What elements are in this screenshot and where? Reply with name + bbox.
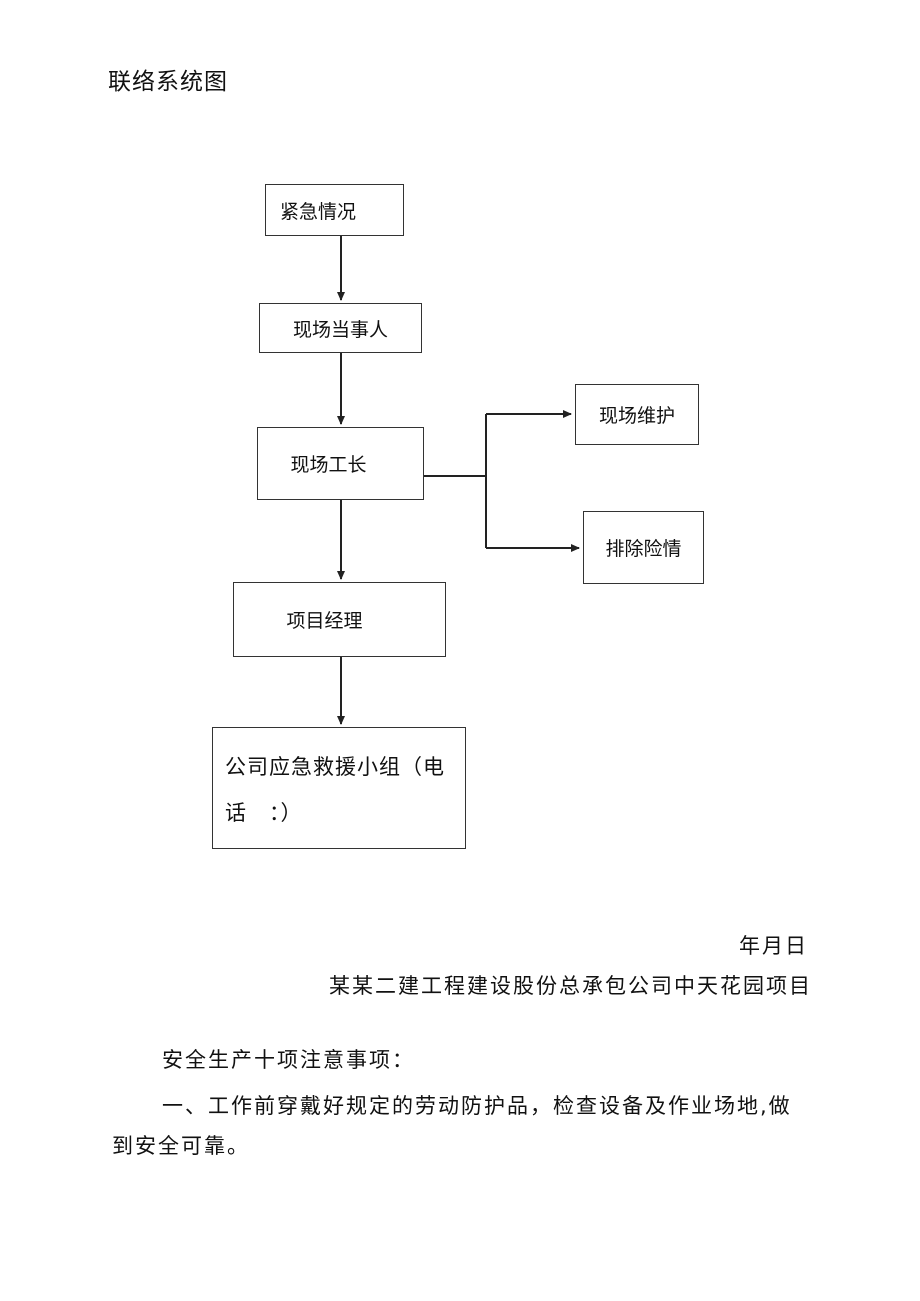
- date-line: 年月日: [739, 934, 808, 958]
- company-team-line2: 话 ：）: [225, 801, 303, 825]
- company-name: 某某二建工程建设股份总承包公司中天花园项目: [329, 974, 812, 998]
- company-team-line1: 公司应急救援小组（电: [225, 755, 445, 779]
- box-on-site-party: 现场当事人: [259, 303, 422, 353]
- box-company-emergency-team: 公司应急救援小组（电 话 ：）: [212, 727, 466, 849]
- box-site-maintenance: 现场维护: [575, 384, 699, 445]
- flowchart-connectors: [337, 236, 580, 725]
- box-project-manager: 项目经理: [233, 582, 446, 657]
- notice-item-1: 一、工作前穿戴好规定的劳动防护品，检查设备及作业场地,做到安全可靠。: [112, 1094, 792, 1158]
- box-emergency: 紧急情况: [265, 184, 404, 236]
- notice-title: 安全生产十项注意事项：: [162, 1048, 415, 1072]
- box-remove-hazard: 排除险情: [583, 511, 704, 584]
- box-on-site-party-label: 现场当事人: [292, 318, 388, 341]
- box-remove-hazard-label: 排除险情: [605, 538, 682, 560]
- box-site-foreman-label: 现场工长: [290, 454, 367, 476]
- box-emergency-label: 紧急情况: [280, 200, 357, 223]
- page-heading: 联络系统图: [108, 69, 228, 95]
- box-site-maintenance-label: 现场维护: [598, 405, 675, 427]
- box-project-manager-label: 项目经理: [286, 610, 363, 632]
- box-site-foreman: 现场工长: [257, 427, 424, 500]
